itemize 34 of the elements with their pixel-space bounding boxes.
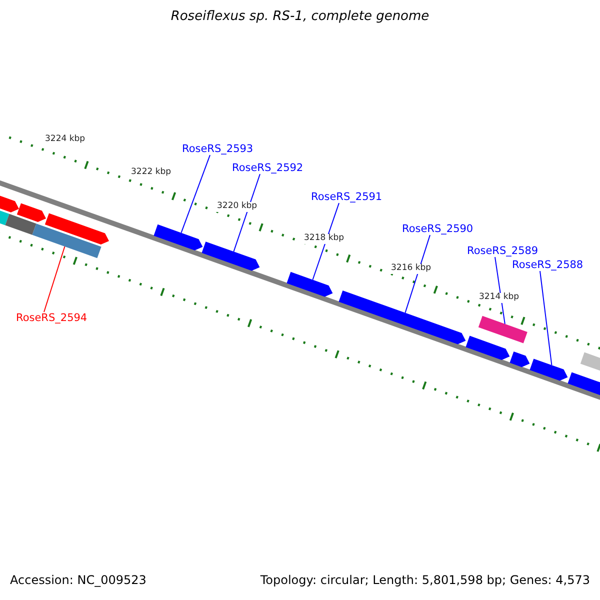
leader-line xyxy=(44,246,66,312)
gene-bar xyxy=(32,224,102,258)
gene-bar xyxy=(5,214,36,235)
title: Roseiflexus sp. RS-1, complete genome xyxy=(170,10,430,25)
accession-text: Accession: NC_009523 xyxy=(10,574,146,588)
gene-feature xyxy=(466,336,510,360)
leader-line xyxy=(404,234,430,314)
leader-line xyxy=(180,154,210,234)
leader-line xyxy=(540,270,552,366)
scale-label: 3216 kbp xyxy=(390,264,432,274)
scale-label: 3220 kbp xyxy=(216,202,258,212)
gene-label: RoseRS_2589 xyxy=(467,245,538,258)
scale-label: 3222 kbp xyxy=(130,168,172,178)
leader-line xyxy=(312,202,340,280)
gene-feature xyxy=(510,352,530,368)
scale-label: 3214 kbp xyxy=(478,293,520,303)
gene-feature xyxy=(530,358,568,381)
gene-feature xyxy=(286,272,333,297)
gene-label: RoseRS_2590 xyxy=(402,223,474,236)
gene-feature xyxy=(44,213,109,244)
gene-label: RoseRS_2591 xyxy=(311,191,382,204)
leader-line xyxy=(233,174,260,252)
gene-feature xyxy=(154,224,203,250)
scale-label: 3224 kbp xyxy=(44,135,86,145)
gene-feature xyxy=(202,242,260,271)
scale-label: 3218 kbp xyxy=(303,234,346,244)
gene-feature xyxy=(338,290,466,344)
genome-info-text: Topology: circular; Length: 5,801,598 bp; Genes: 4,573 xyxy=(260,574,590,588)
gene-feature xyxy=(16,203,46,222)
gene-label: RoseRS_2588 xyxy=(512,259,584,272)
gene-label: RoseRS_2593 xyxy=(182,143,254,156)
gene-bar xyxy=(478,316,528,344)
gene-label: RoseRS_2592 xyxy=(232,162,304,174)
gene-label: RoseRS_2594 xyxy=(16,312,88,324)
